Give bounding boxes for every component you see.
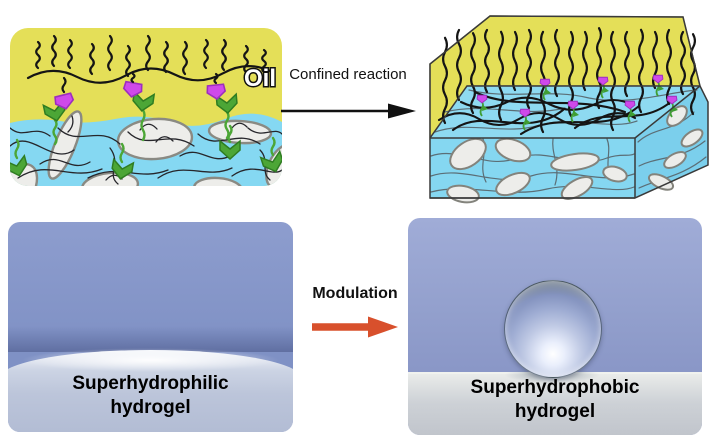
polymer-brush-chains (26, 34, 274, 94)
photo-caption: Superhydrophobic hydrogel (408, 376, 702, 424)
confined-reaction-arrow-block: Confined reaction (278, 66, 418, 121)
schematic-2d-panel: Oil (10, 28, 282, 186)
modulation-label: Modulation (312, 285, 398, 302)
water-droplet (504, 280, 602, 378)
right-arrow-icon (281, 103, 416, 119)
caption-line2: hydrogel (514, 400, 596, 422)
orange-arrow-icon (312, 316, 398, 338)
caption-line2: hydrogel (110, 396, 191, 418)
gel-platelets (446, 105, 704, 204)
schematic-2d-svg: Oil (10, 28, 282, 186)
schematic-3d-panel (425, 8, 709, 208)
photo-superhydrophilic: Superhydrophilic hydrogel (8, 222, 293, 432)
confined-reaction-label: Confined reaction (289, 66, 407, 83)
photo-caption: Superhydrophilic hydrogel (8, 372, 293, 420)
oil-label: Oil (244, 65, 276, 92)
box-edges (429, 15, 709, 199)
spread-water-highlight (8, 348, 293, 374)
surface-chain-tangle (437, 90, 675, 136)
modulation-arrow-block: Modulation (302, 285, 408, 339)
green-stems (14, 108, 276, 164)
caption-line1: Superhydrophilic (72, 373, 229, 394)
gel-edge-shadow (8, 326, 293, 352)
photo-superhydrophobic: Superhydrophobic hydrogel (408, 218, 702, 435)
caption-line1: Superhydrophobic (470, 377, 640, 398)
clay-platelets (10, 110, 282, 186)
gel-right-face (635, 86, 708, 198)
schematic-3d-svg (429, 15, 709, 204)
